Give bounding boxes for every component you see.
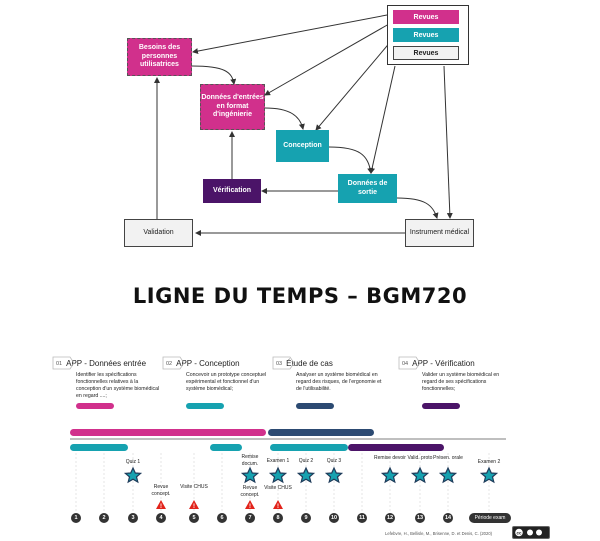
svg-text:!: ! — [160, 504, 162, 510]
phase-3-title: Étude de cas — [286, 359, 333, 368]
node-donnees-entree: Données d'entrées en format d'ingénierie — [200, 84, 265, 130]
phase-2-header: 02 APP - Conception — [166, 359, 240, 368]
event-quiz-3: Quiz 3 — [326, 458, 342, 464]
star-icon-valid-proto — [410, 466, 430, 484]
phase-4-color-bar — [422, 403, 460, 409]
node-besoins: Besoins des personnes utilisatrices — [127, 38, 192, 76]
schedule-bar-donnees-entree — [70, 429, 266, 436]
event-remise-docum: Remise docum. — [241, 454, 259, 467]
legend-grey-review: Revues — [393, 46, 459, 60]
star-icon-examen-1 — [268, 466, 288, 484]
week-dot-1: 1 — [71, 513, 81, 523]
warning-icon-revue-concept-1 — [156, 500, 166, 509]
svg-text:!: ! — [193, 504, 195, 510]
event-examen-1: Examen 1 — [266, 458, 290, 464]
schedule-bar-conception-2 — [210, 444, 242, 451]
warning-icon-visite-chus-2 — [273, 500, 283, 509]
week-dot-5: 5 — [189, 513, 199, 523]
phase-4-desc: Valider un système biomédical en regard … — [422, 372, 500, 393]
event-revue-concept-2: Revue concept. — [240, 485, 260, 498]
event-presen-orale: Présen. orale — [433, 455, 463, 461]
schedule-bar-conception-1 — [70, 444, 128, 451]
review-legend: Revues Revues Revues — [387, 5, 469, 65]
citation: Lefebvre, H., Bellisle, M., Brisenne, D.… — [385, 531, 493, 536]
svg-text:cc: cc — [516, 530, 522, 535]
phase-4-title: APP - Vérification — [412, 359, 475, 368]
week-dot-2: 2 — [99, 513, 109, 523]
phase-3-header: 03 Étude de cas — [276, 359, 333, 368]
event-quiz-1: Quiz 1 — [125, 459, 141, 465]
event-revue-concept-1: Revue concept. — [151, 484, 171, 497]
star-icon-examen-2 — [479, 466, 499, 484]
phase-3-color-bar — [296, 403, 334, 409]
week-dot-4: 4 — [156, 513, 166, 523]
svg-text:!: ! — [277, 504, 279, 510]
phase-1-desc: Identifier les spécifications fonctionne… — [76, 372, 160, 400]
event-remise-devoir: Remise devoir — [374, 455, 406, 461]
svg-text:!: ! — [249, 504, 251, 510]
cc-license-icon: cc — [512, 526, 550, 539]
schedule-bar-etude-cas — [268, 429, 374, 436]
schedule-bar-verification — [348, 444, 444, 451]
week-dot-10: 10 — [329, 513, 339, 523]
week-dot-6: 6 — [217, 513, 227, 523]
node-donnees-sortie: Données de sortie — [338, 174, 397, 203]
phase-2-number: 02 — [166, 360, 173, 367]
phase-1-title: APP - Données entrée — [66, 359, 147, 368]
node-instrument: Instrument médical — [405, 219, 474, 247]
event-visite-chus-2: Visite CHUS — [264, 485, 292, 491]
schedule-bar-conception-3 — [270, 444, 348, 451]
phase-1-header: 01 APP - Données entrée — [56, 359, 146, 368]
node-conception: Conception — [276, 130, 329, 162]
week-dot-8: 8 — [273, 513, 283, 523]
week-dot-11: 11 — [357, 513, 367, 523]
node-verification: Vérification — [203, 179, 261, 203]
week-dot-7: 7 — [245, 513, 255, 523]
star-icon-quiz-3 — [324, 466, 344, 484]
warning-icon-revue-concept-2 — [245, 500, 255, 509]
phase-1-number: 01 — [56, 360, 63, 367]
phase-2-color-bar — [186, 403, 224, 409]
timeline-title: LIGNE DU TEMPS – BGM720 — [132, 284, 468, 308]
week-dot-3: 3 — [128, 513, 138, 523]
star-icon-quiz-2 — [296, 466, 316, 484]
event-valid-proto: Valid. proto — [407, 455, 433, 461]
event-quiz-2: Quiz 2 — [298, 458, 314, 464]
phase-1-color-bar — [76, 403, 114, 409]
star-icon-remise-docum — [240, 466, 260, 484]
phase-2-desc: Concevoir un prototype conceptuel expéri… — [186, 372, 267, 393]
exam-period-badge: Période exam — [469, 513, 511, 523]
phase-3-number: 03 — [276, 360, 283, 367]
phase-4-number: 04 — [402, 360, 409, 367]
phase-2-title: APP - Conception — [176, 359, 240, 368]
star-icon-remise-devoir — [380, 466, 400, 484]
week-dot-13: 13 — [415, 513, 425, 523]
phase-3-desc: Analyser un système biomédical en regard… — [296, 372, 382, 393]
diagram-connectors — [154, 14, 453, 236]
phase-4-header: 04 APP - Vérification — [402, 359, 475, 368]
event-examen-2: Examen 2 — [477, 459, 501, 465]
week-dot-9: 9 — [301, 513, 311, 523]
event-visite-chus-1: Visite CHUS — [180, 484, 208, 490]
warning-icon-visite-chus-1 — [189, 500, 199, 509]
node-validation: Validation — [124, 219, 193, 247]
week-dot-12: 12 — [385, 513, 395, 523]
timeline-graphics: !!!! — [52, 356, 506, 512]
legend-teal-review: Revues — [393, 28, 459, 42]
legend-pink-review: Revues — [393, 10, 459, 24]
week-dot-14: 14 — [443, 513, 453, 523]
star-icon-presen-orale — [438, 466, 458, 484]
star-icon-quiz-1 — [123, 466, 143, 484]
